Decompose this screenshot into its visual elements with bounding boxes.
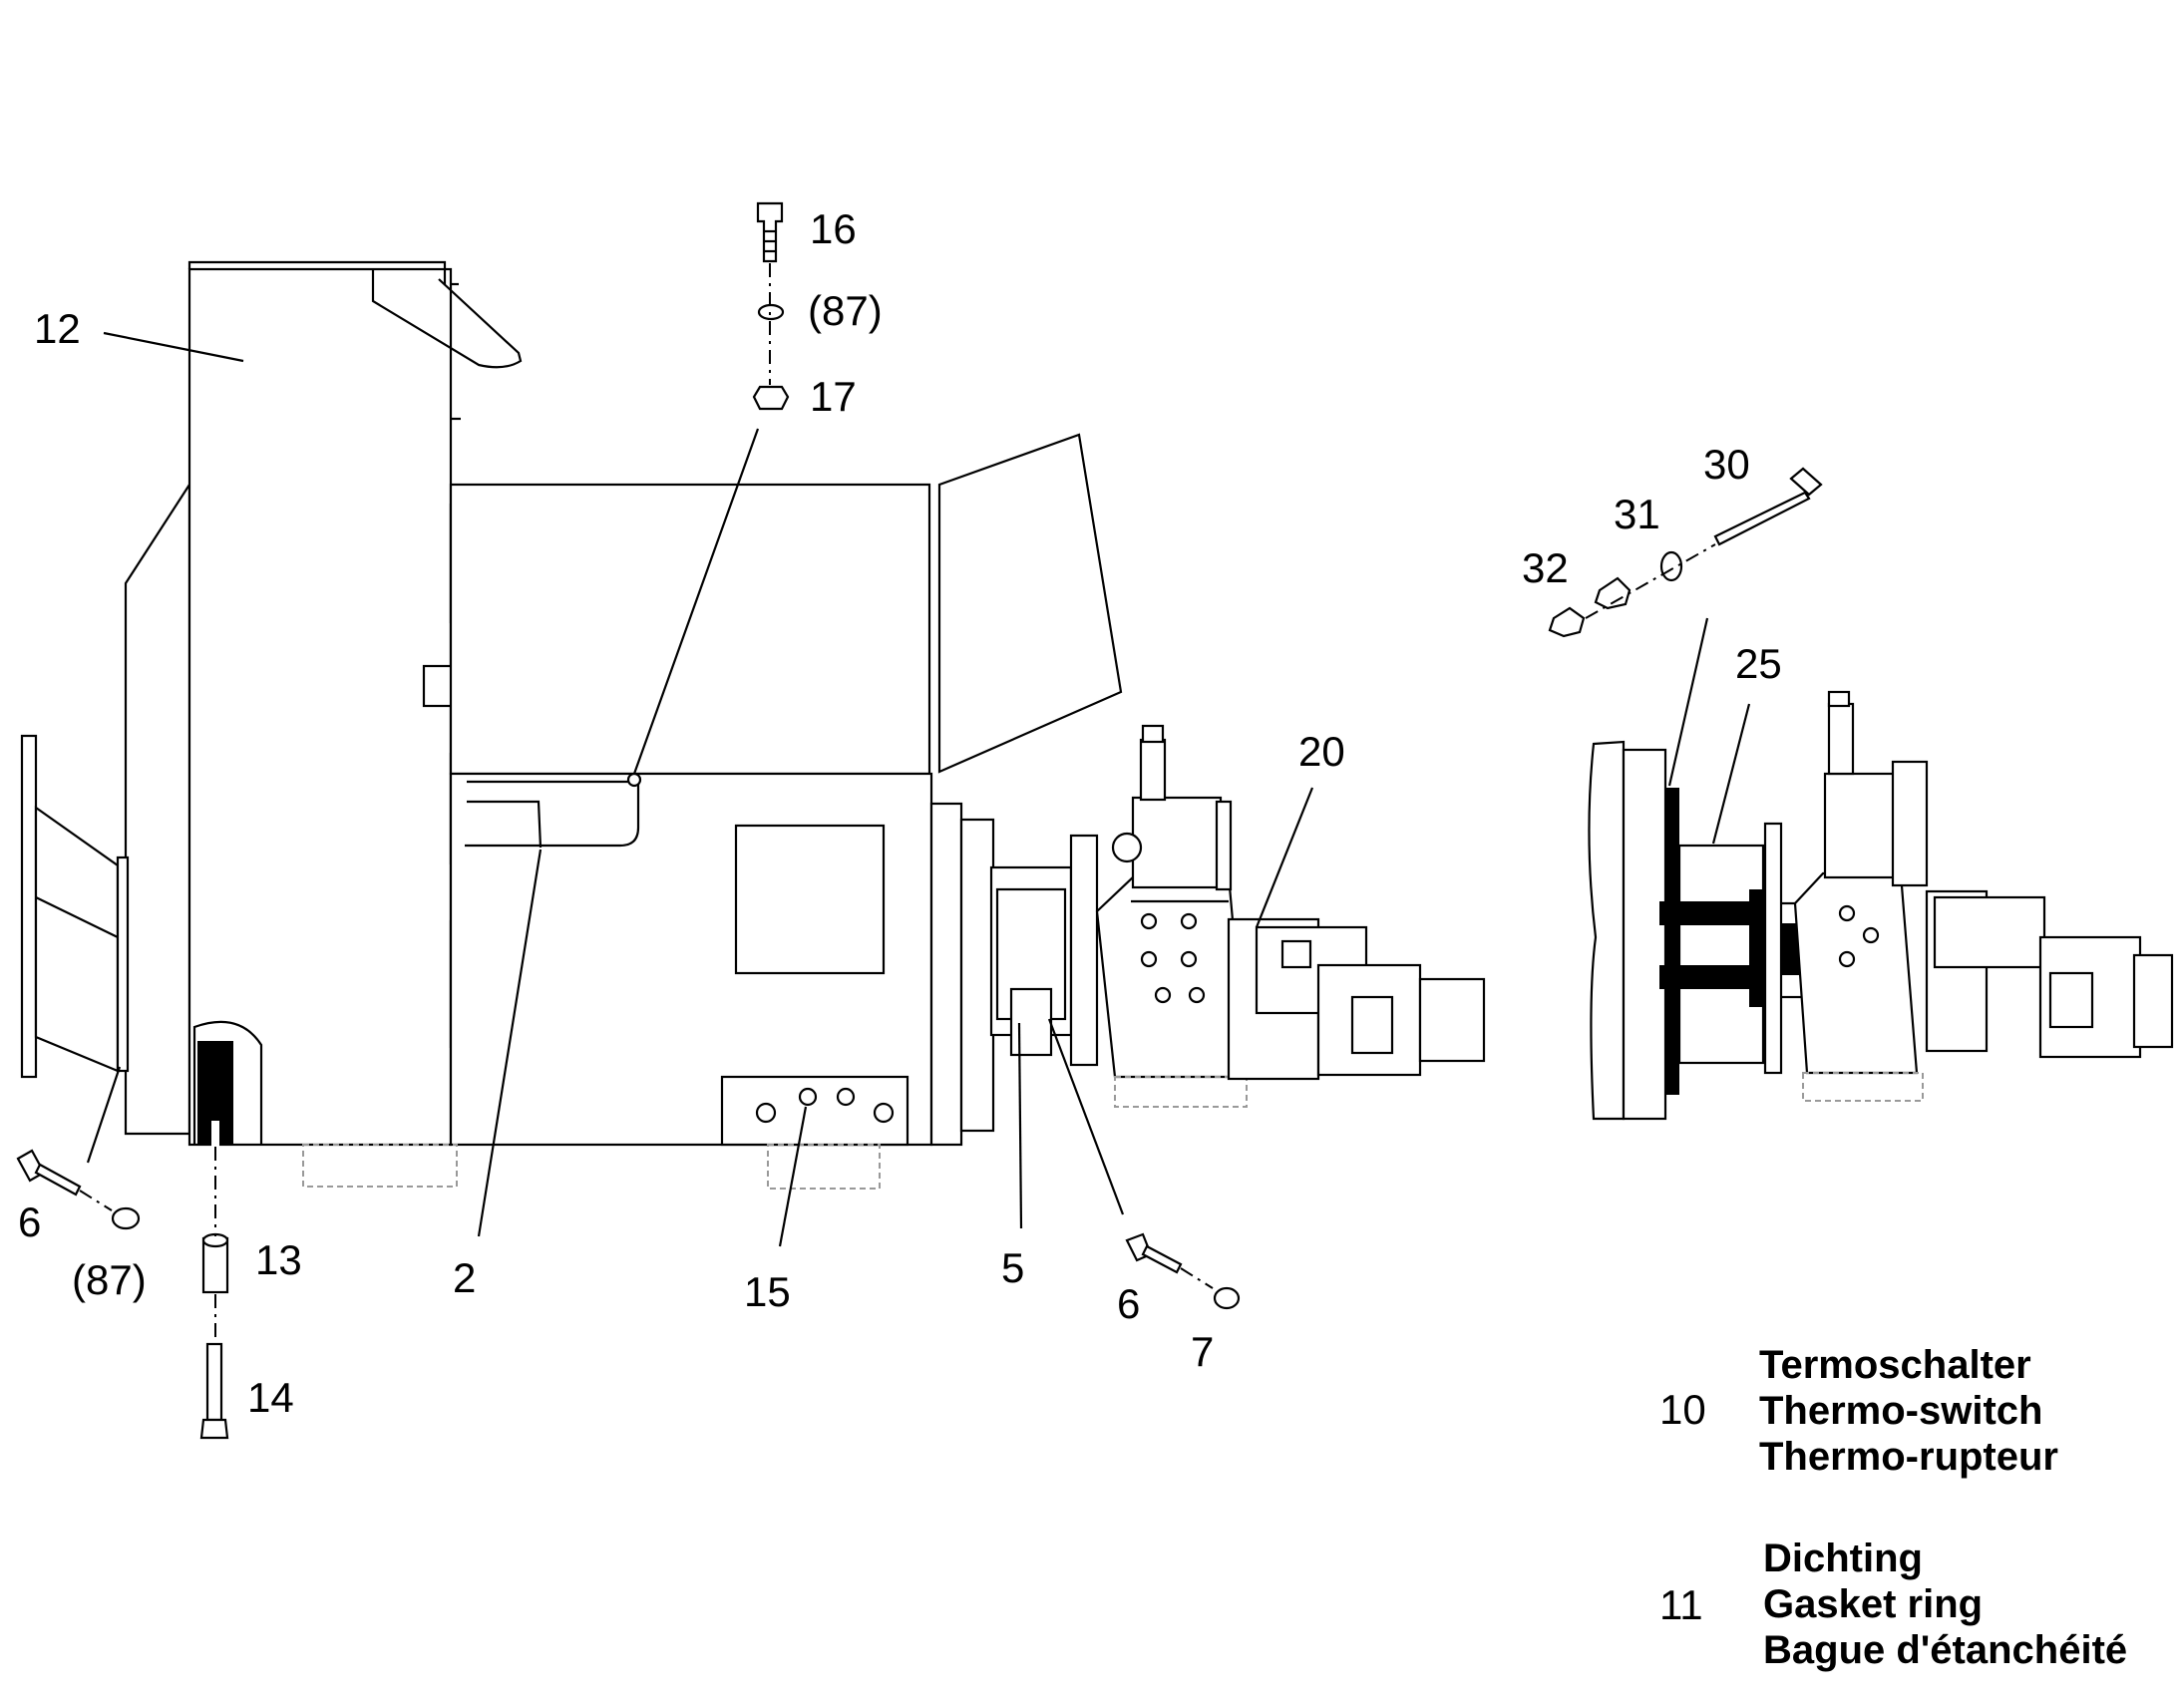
callout-14: 14 (247, 1374, 294, 1421)
callout-31: 31 (1614, 491, 1660, 537)
detail-assembly (1588, 690, 2174, 1121)
callout-7: 7 (1191, 1328, 1214, 1375)
callout-5: 5 (1001, 1244, 1024, 1291)
nut-32b (1548, 606, 1586, 638)
bolt-14 (199, 1342, 229, 1440)
callout-12: 12 (34, 305, 81, 352)
screw-6-right (1125, 1232, 1183, 1274)
legend-number-10: 10 (1659, 1386, 1706, 1433)
bolt-16 (756, 201, 784, 263)
pump-unit-right (1793, 690, 2174, 1102)
washer-7 (1213, 1286, 1241, 1310)
washer-87-left (111, 1206, 141, 1230)
generator-assembly (20, 260, 1486, 1190)
callout-6-right: 6 (1117, 1280, 1140, 1327)
callout-13: 13 (255, 1236, 302, 1283)
legend-de-10: Termoschalter (1759, 1343, 2031, 1387)
callout-15: 15 (744, 1268, 791, 1315)
callout-2: 2 (453, 1254, 476, 1301)
callout-6-left: 6 (18, 1198, 41, 1245)
callout-17: 17 (810, 373, 857, 420)
callout-32: 32 (1522, 544, 1569, 591)
screw-6-left (16, 1149, 82, 1196)
callout-20: 20 (1298, 728, 1345, 775)
bolt-30 (1713, 467, 1823, 546)
legend-fr-11: Bague d'étanchéité (1763, 1628, 2127, 1672)
leader-lines (86, 331, 1751, 1247)
nut-32a (1594, 576, 1632, 610)
rear-housing (116, 481, 191, 1136)
end-flange (20, 734, 120, 1079)
stator-housing (302, 433, 1123, 1190)
callouts: 12 16 (87) 17 30 31 32 25 20 6 (87) 13 1… (18, 205, 1782, 1421)
air-hood (187, 260, 523, 1147)
washer-31 (1659, 550, 1683, 582)
pump-unit-left (1095, 724, 1486, 1108)
legend-en-11: Gasket ring (1763, 1582, 1983, 1626)
callout-16: 16 (810, 205, 857, 252)
legend-number-11: 11 (1659, 1581, 1703, 1628)
legend: 10 Termoschalter Thermo-switch Thermo-ru… (1659, 1343, 2127, 1672)
legend-en-10: Thermo-switch (1759, 1389, 2042, 1433)
callout-25: 25 (1735, 640, 1782, 687)
adaptor-flange (989, 834, 1099, 1067)
nut-17 (752, 385, 790, 411)
spacer-13 (201, 1232, 229, 1294)
legend-entry-10: 10 Termoschalter Thermo-switch Thermo-ru… (1659, 1343, 2058, 1479)
legend-fr-10: Thermo-rupteur (1759, 1435, 2058, 1479)
callout-87-left: (87) (72, 1256, 147, 1303)
legend-entry-11: 11 Dichting Gasket ring Bague d'étanchéi… (1659, 1537, 2127, 1672)
legend-de-11: Dichting (1763, 1537, 1923, 1580)
callout-30: 30 (1703, 441, 1750, 488)
callout-87-top: (87) (808, 287, 883, 334)
